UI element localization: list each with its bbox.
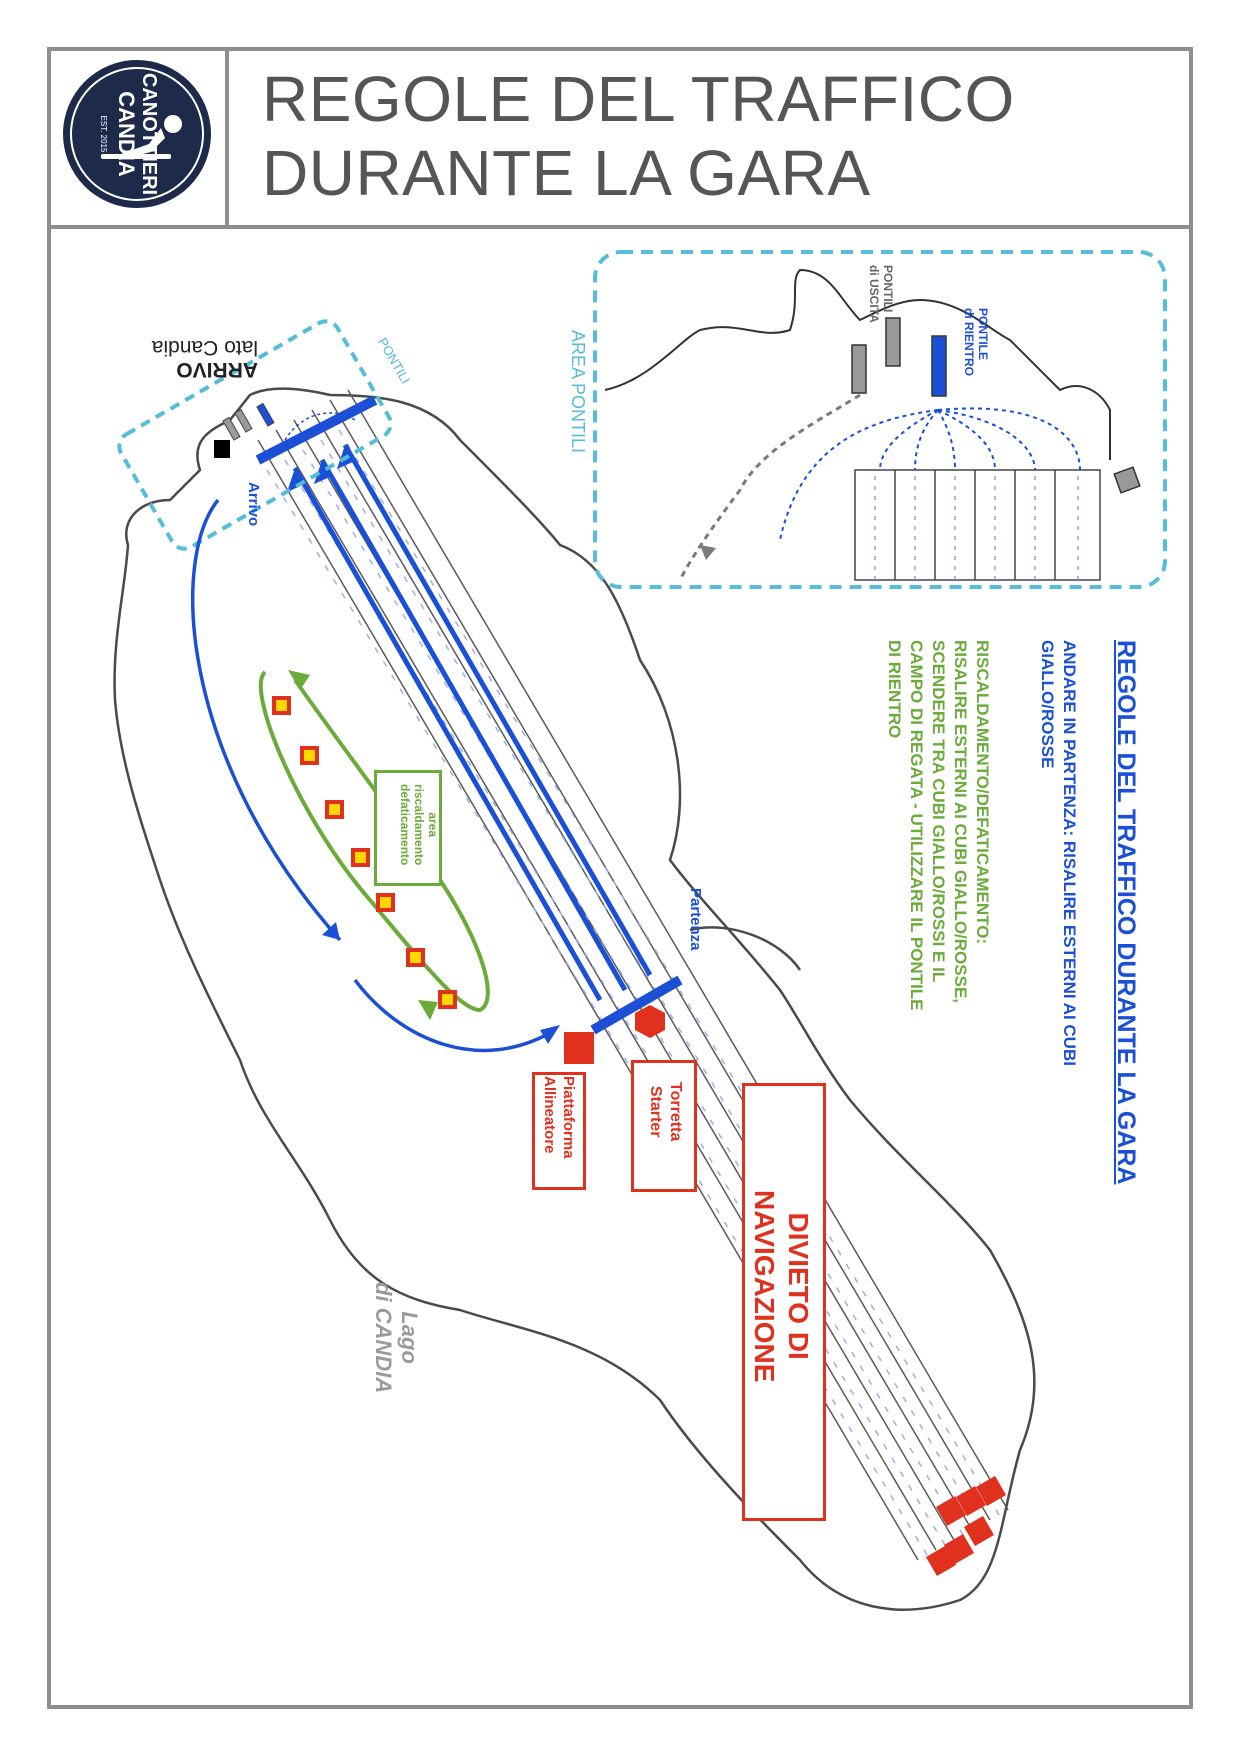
inset-docks [851, 317, 947, 397]
transfer-arrow-path [191, 498, 342, 942]
lato-candia-text: lato Candia [151, 336, 258, 359]
area-risc-line-2: riscaldamento [412, 784, 426, 866]
arrivo-label: Arrivo [245, 482, 262, 527]
inset-area-box [593, 250, 1167, 589]
rules-risc-line-4: CAMPO DI REGATA - UTILIZZARE IL PONTILE [907, 640, 926, 1011]
transfer-arrowhead-2 [540, 1025, 560, 1044]
inset-lane-arrows [874, 470, 1079, 580]
page-frame [47, 47, 1193, 1709]
rules-risc-line-2: RISALIRE ESTERNI AI CUBI GIALLO/ROSSE, [951, 640, 970, 1004]
warmup-arrowhead-bottom [418, 1000, 438, 1020]
area-risc-line-1: area [426, 812, 440, 838]
pontile-rientro-line-1: PONTILE [976, 308, 990, 361]
piattaforma-line-1: Piattaforma [560, 1076, 577, 1159]
piattaforma-line-2: Allineatore [541, 1076, 558, 1154]
pontili-uscita-line-1: PONTILI [881, 265, 895, 313]
rules-partenza-line-1: ANDARE IN PARTENZA: RISALIRE ESTERNI AI … [1060, 640, 1079, 1066]
piattaforma-box [532, 1072, 586, 1190]
lake-shoreline [113, 387, 1036, 1611]
inset-exit-path [678, 393, 861, 581]
transfer-arrowhead-1 [322, 922, 340, 940]
area-risc-box [374, 770, 442, 886]
rules-heading: REGOLE DEL TRAFFICO DURANTE LA GARA [1112, 640, 1140, 1185]
piattaforma-label: Piattaforma Allineatore [540, 1076, 578, 1159]
piattaforma-allineatore [564, 1032, 594, 1064]
rules-risc-line-1: RISCALDAMENTO/DEFATICAMENTO: [973, 640, 992, 945]
transfer-arrow-path-2 [353, 978, 556, 1053]
title-line-2: DURANTE LA GARA [262, 137, 871, 209]
arrivo-heading-text: ARRIVO [176, 358, 258, 381]
arrival-tower [214, 440, 230, 458]
inset-shoreline [604, 268, 1111, 460]
area-risc-line-3: defaticamento [398, 784, 412, 866]
torretta-line-1: Torretta [667, 1082, 684, 1142]
regatta-course [257, 389, 1009, 1561]
pontili-area-box [117, 319, 393, 551]
inset-lanes [854, 469, 1101, 581]
shoreline-bay [689, 926, 802, 971]
page-title: REGOLE DEL TRAFFICO DURANTE LA GARA [262, 62, 1015, 210]
arrivo-heading: ARRIVO lato Candia [151, 336, 258, 381]
pontile-rientro-line-2: di RIENTRO [962, 308, 976, 376]
inset-marker [1113, 466, 1141, 494]
pontili-uscita-line-2: di USCITA [867, 265, 881, 323]
warmup-buoys [272, 696, 457, 1009]
start-line [590, 975, 683, 1035]
rules-risc-line-3: SCENDERE TRA CUBI GIALLO/ROSSI E IL [929, 640, 948, 983]
divieto-label: DIVIETO DI NAVIGAZIONE [747, 1190, 815, 1382]
torretta-starter [635, 1005, 665, 1038]
pontile-rientro-label: PONTILE di RIENTRO [962, 308, 990, 376]
lago-line-2: di CANDIA [371, 1282, 396, 1394]
divieto-box [742, 1083, 826, 1521]
end-markers [925, 1475, 1007, 1577]
warmup-arrowhead-top [288, 670, 310, 690]
area-risc-label: area riscaldamento defaticamento [398, 784, 440, 865]
finish-line [255, 395, 378, 465]
rules-riscaldamento: RISCALDAMENTO/DEFATICAMENTO: RISALIRE ES… [883, 640, 993, 1011]
return-lanes [292, 443, 653, 1002]
logo-name-2: CANDIA [114, 91, 139, 177]
rules-risc-line-5: DI RIENTRO [885, 640, 904, 739]
club-logo: CANOTTIERI CANDIA EST. 2015 [63, 60, 211, 208]
logo-divider [225, 47, 229, 227]
partenza-label: Partenza [687, 888, 704, 951]
lago-line-1: Lago [397, 1311, 422, 1364]
rower-silhouette [101, 115, 182, 160]
arrival-docks [222, 402, 275, 441]
title-line-1: REGOLE DEL TRAFFICO [262, 63, 1015, 135]
inset-return-fan [779, 407, 1081, 541]
divieto-line-1: DIVIETO DI [783, 1212, 814, 1360]
dock-fan [284, 412, 356, 441]
torretta-box [631, 1060, 697, 1192]
inset-exit-arrowhead [700, 545, 716, 560]
logo-name: CANOTTIERI [138, 73, 160, 195]
header-divider [47, 225, 1193, 229]
torretta-label: Torretta Starter [645, 1082, 685, 1141]
area-pontili-label: AREA PONTILI [568, 330, 588, 454]
lago-label: Lago di CANDIA [370, 1282, 422, 1393]
rules-partenza: ANDARE IN PARTENZA: RISALIRE ESTERNI AI … [1036, 640, 1080, 1066]
logo-est: EST. 2015 [99, 116, 108, 153]
rules-partenza-line-2: GIALLO/ROSSE [1038, 640, 1057, 769]
divieto-line-2: NAVIGAZIONE [749, 1190, 780, 1383]
torretta-line-2: Starter [647, 1085, 664, 1138]
pontili-uscita-label: PONTILI di USCITA [867, 265, 895, 323]
